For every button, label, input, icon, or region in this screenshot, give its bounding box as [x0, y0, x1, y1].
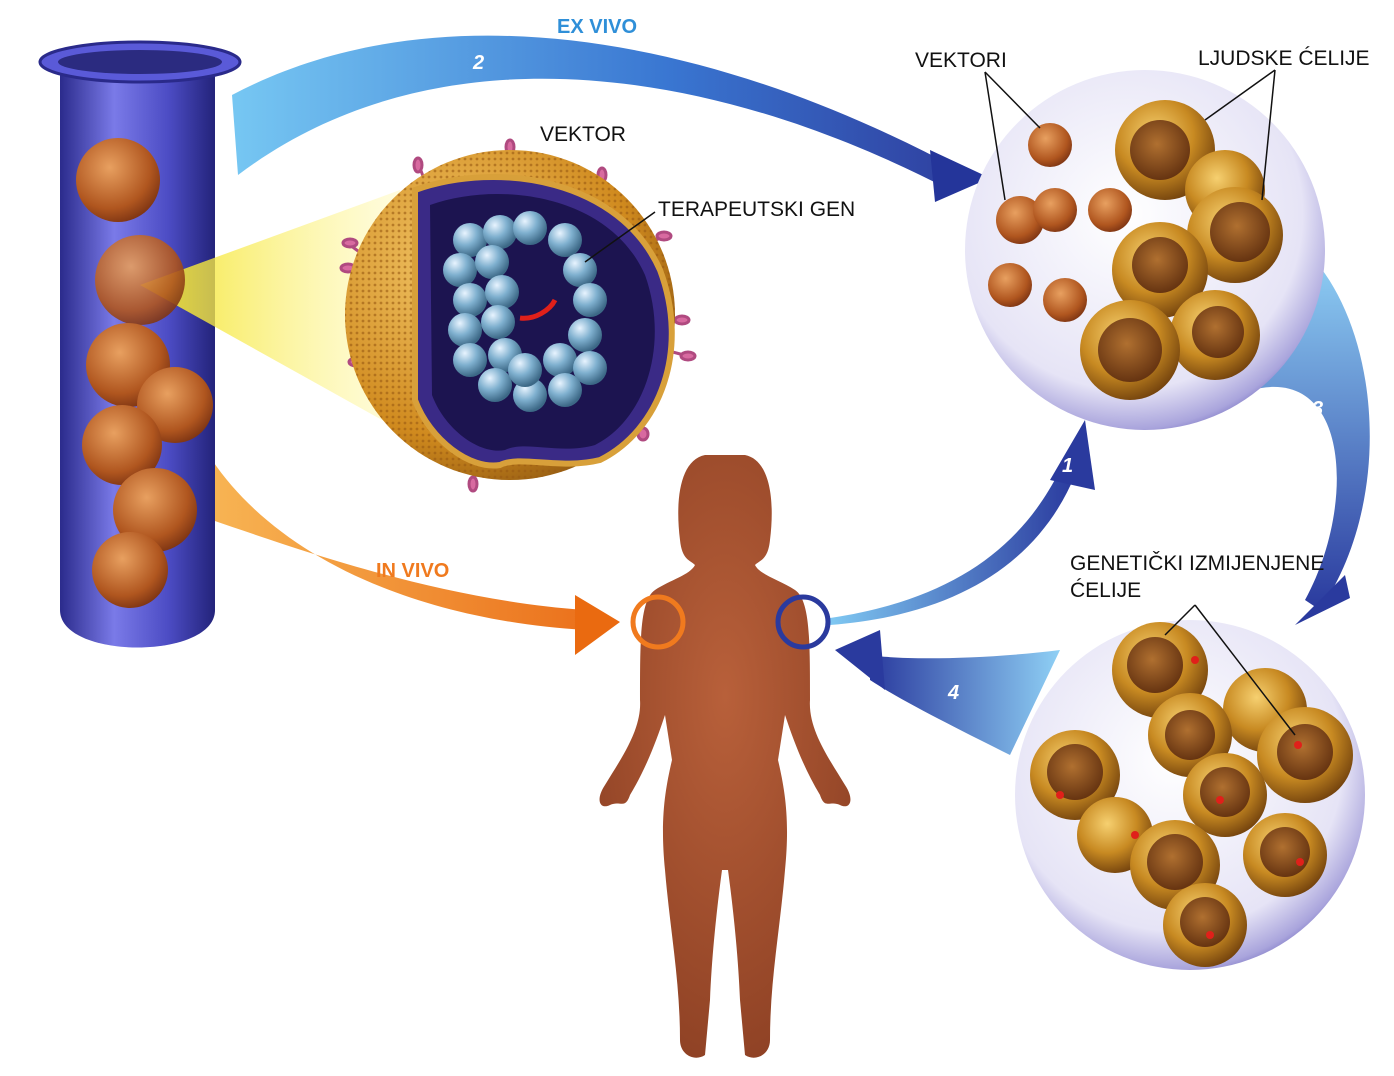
geneticki-label-line1: GENETIČKI IZMIJENJENE	[1070, 552, 1325, 575]
ex-vivo-arrow	[232, 35, 990, 202]
tube-vectors	[76, 138, 213, 608]
step-3-number: 3	[1312, 398, 1324, 420]
ex-vivo-target-ring	[775, 594, 831, 650]
step-4-number: 4	[948, 682, 960, 704]
modified-cells-bubble	[1015, 620, 1365, 970]
terapeutski-gen-label: TERAPEUTSKI GEN	[658, 198, 856, 221]
in-vivo-target-ring	[630, 594, 686, 650]
human-body	[599, 455, 851, 1058]
vektori-label: VEKTORI	[915, 49, 1007, 72]
in-vivo-label: IN VIVO	[376, 560, 450, 582]
leader-lines	[584, 69, 1296, 736]
arrow-1	[830, 420, 1095, 625]
geneticki-label-line2: ĆELIJE	[1070, 579, 1142, 602]
ljudske-celije-label: LJUDSKE ĆELIJE	[1198, 47, 1370, 70]
step-1-number: 1	[1062, 455, 1074, 477]
vektor-label: VEKTOR	[540, 123, 626, 146]
arrow-4	[835, 630, 1060, 755]
ex-vivo-label: EX VIVO	[557, 16, 638, 38]
vectors-and-cells-bubble	[965, 70, 1325, 430]
step-2-number: 2	[473, 52, 485, 74]
vector-cutaway	[339, 138, 697, 493]
magnification-beam	[140, 190, 400, 430]
in-vivo-arrow	[212, 460, 620, 655]
